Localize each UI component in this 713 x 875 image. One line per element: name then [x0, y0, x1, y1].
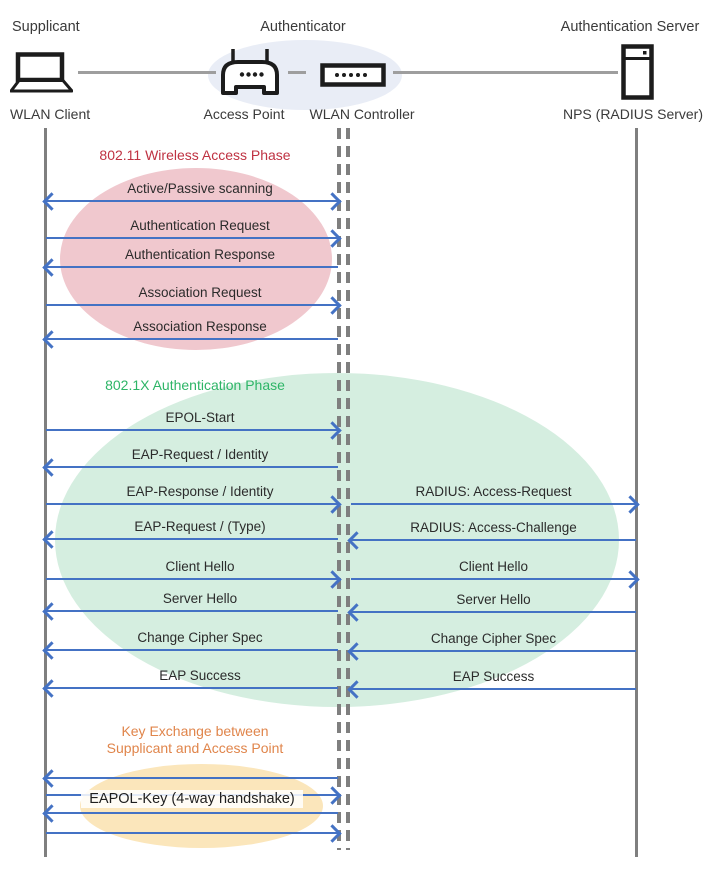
arrow-line	[46, 421, 342, 440]
message-label: Server Hello	[162, 591, 238, 606]
lifeline-radius-server	[635, 128, 638, 857]
access-point-icon	[219, 46, 281, 96]
connector-dash	[288, 71, 306, 74]
lifeline-authenticator-left	[337, 128, 341, 850]
role-authenticator: Authenticator	[260, 19, 346, 35]
wlan-controller-icon	[320, 63, 386, 87]
message-label: EAP-Request / Identity	[131, 447, 269, 462]
arrow-line	[46, 495, 342, 514]
arrow-line	[46, 229, 342, 248]
role-supplicant: Supplicant	[12, 19, 80, 35]
label-wlan-client: WLAN Client	[10, 106, 91, 122]
message-label: Authentication Request	[130, 218, 270, 233]
message-label: EAP Success	[452, 669, 535, 684]
connector-line	[393, 71, 618, 74]
arrow-line	[347, 680, 636, 699]
message-label: EAP-Response / Identity	[126, 484, 274, 499]
label-wlan-controller: WLAN Controller	[309, 106, 415, 122]
arrow-line	[42, 641, 338, 660]
arrow-line	[347, 531, 636, 550]
arrow-line	[42, 602, 338, 621]
arrow-line	[42, 192, 342, 211]
message-label: Client Hello	[458, 559, 529, 574]
message-label: EAP Success	[159, 668, 241, 683]
server-icon	[621, 44, 654, 100]
arrow-line	[42, 258, 338, 277]
role-authentication-server: Authentication Server	[560, 19, 700, 35]
message-label: Change Cipher Spec	[137, 630, 263, 645]
message-label: Association Request	[138, 285, 262, 300]
arrow-line	[42, 330, 338, 349]
arrow-line	[351, 495, 640, 514]
arrow-line	[347, 603, 636, 622]
message-label: Change Cipher Spec	[430, 631, 557, 646]
phase-title-80211-wireless: 802.11 Wireless Access Phase	[99, 147, 291, 163]
message-label: Authentication Response	[124, 247, 276, 262]
label-nps-radius-server: NPS (RADIUS Server)	[562, 106, 704, 122]
connector-line	[78, 71, 216, 74]
arrow-line	[46, 296, 342, 315]
arrow-line	[42, 679, 338, 698]
arrow-line	[42, 769, 338, 788]
laptop-icon	[10, 52, 73, 94]
message-label: RADIUS: Access-Request	[415, 484, 572, 499]
message-label: EAP-Request / (Type)	[134, 519, 266, 534]
message-label: EPOL-Start	[165, 410, 235, 425]
msg-eapol-key-label: EAPOL-Key (4-way handshake)	[46, 790, 338, 808]
lifeline-wlan-client	[44, 128, 47, 857]
message-label: Association Response	[133, 319, 267, 334]
arrow-line	[42, 804, 338, 823]
message-label: Server Hello	[456, 592, 531, 607]
lifeline-authenticator-right	[346, 128, 350, 850]
arrow-line	[46, 824, 342, 843]
arrow-line	[347, 642, 636, 661]
phase-title-8021x-auth: 802.1X Authentication Phase	[105, 377, 285, 393]
label-access-point: Access Point	[203, 106, 285, 122]
arrow-line	[46, 570, 342, 589]
arrow-line	[42, 530, 338, 549]
message-label: RADIUS: Access-Challenge	[410, 520, 577, 535]
phase-ellipse-80211-wireless	[60, 168, 332, 350]
message-label: Active/Passive scanning	[127, 181, 273, 196]
arrow-line	[351, 570, 640, 589]
message-label: EAPOL-Key (4-way handshake)	[81, 790, 303, 808]
phase-title-key-exchange: Key Exchange between Supplicant and Acce…	[106, 723, 284, 756]
arrow-line	[42, 458, 338, 477]
message-label: Client Hello	[165, 559, 235, 574]
